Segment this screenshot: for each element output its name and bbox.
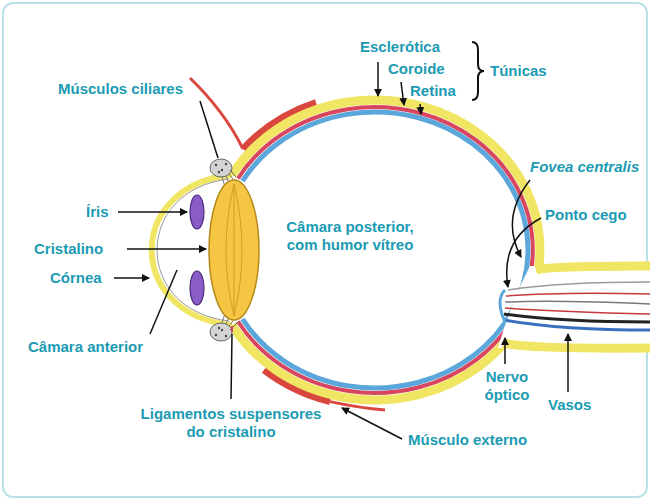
part-label: Ponto cego (545, 206, 627, 224)
part-label: Vasos (548, 396, 591, 414)
nerve-fiber (505, 301, 650, 304)
iris (190, 195, 204, 229)
part-label: Coroide (388, 60, 445, 78)
part-label: Músculos ciliares (58, 80, 183, 98)
vessel (506, 293, 650, 296)
part-label: Câmara anterior (28, 338, 143, 356)
choroid (238, 107, 533, 393)
part-label: Esclerótica (360, 38, 440, 56)
part-label: Nervo óptico (472, 368, 542, 404)
part-label: Câmara posterior, com humor vítreo (286, 218, 414, 254)
part-label: Músculo externo (408, 431, 527, 449)
part-label: Córnea (50, 269, 102, 287)
optic-nerve (503, 343, 650, 348)
optic-disc (500, 290, 505, 322)
iris (190, 271, 204, 305)
part-label: Retina (410, 82, 456, 100)
vessel (505, 308, 650, 314)
part-label: Túnicas (490, 62, 547, 80)
external-muscle (190, 78, 243, 149)
part-label: Cristalino (34, 240, 103, 258)
part-label: Fovea centralis (530, 158, 639, 176)
part-label: Ligamentos suspensores do cristalino (140, 405, 322, 441)
sclera (232, 100, 540, 400)
ligament-mark (231, 326, 233, 332)
nerve-fiber (508, 282, 650, 290)
lens (209, 180, 259, 320)
optic-nerve-ground (498, 266, 650, 348)
part-label: Íris (86, 203, 109, 221)
lens-fibers (226, 184, 242, 316)
optic-nerve (536, 266, 650, 270)
leader-lines (114, 42, 568, 439)
retina (243, 112, 529, 388)
vessel (504, 314, 650, 322)
vessel (504, 320, 650, 330)
frame (3, 3, 647, 497)
